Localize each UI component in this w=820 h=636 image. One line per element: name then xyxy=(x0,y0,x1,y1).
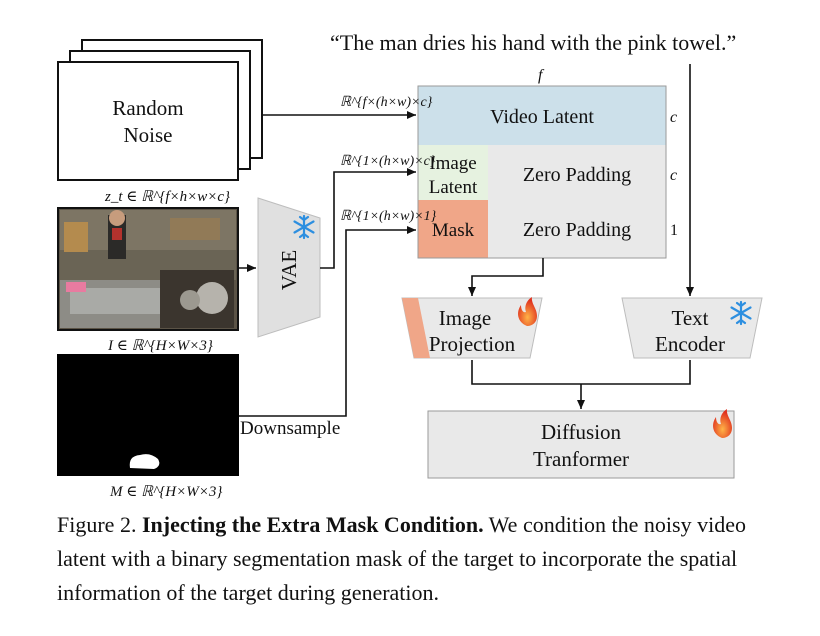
mask-arrow-dim: ℝ^{1×(h×w)×1} xyxy=(340,209,437,224)
diffusion-label: Diffusion xyxy=(541,420,622,444)
image-latent-label-2: Latent xyxy=(429,177,478,198)
latent-grid: Video Latent Image Latent Zero Padding M… xyxy=(417,85,667,259)
fire-icon xyxy=(713,409,732,438)
text-encoder-label: Text xyxy=(671,306,708,330)
image-latent-label: Image xyxy=(429,153,476,174)
image-projection-label-2: Projection xyxy=(429,332,516,356)
random-noise-stack: Random Noise xyxy=(57,39,263,181)
noise-arrow-dim: ℝ^{f×(h×w)×c} xyxy=(340,95,433,110)
zero-padding-label-2: Zero Padding xyxy=(523,219,631,241)
caption-body: We condition the noisy video latent with… xyxy=(57,512,746,605)
prompt-text: “The man dries his hand with the pink to… xyxy=(330,30,736,55)
text-encoder: Text Encoder xyxy=(621,297,763,359)
random-noise-label: Random xyxy=(112,96,183,120)
frames-dim-label: f xyxy=(538,67,545,84)
video-latent-label: Video Latent xyxy=(490,106,594,128)
noise-tensor-label: z_t ∈ ℝ^{f×h×w×c} xyxy=(104,189,230,205)
image-latent-cell xyxy=(418,145,488,200)
image-arrow-dim: ℝ^{1×(h×w)×c} xyxy=(340,154,436,169)
zero-padding-label: Zero Padding xyxy=(523,164,631,186)
snowflake-icon xyxy=(730,300,752,326)
diffusion-transformer: Diffusion Tranformer xyxy=(427,410,735,479)
mask-tensor-label: M ∈ ℝ^{H×W×3} xyxy=(109,484,222,500)
random-noise-label-2: Noise xyxy=(124,123,173,147)
fire-icon xyxy=(518,297,537,326)
caption-title: Injecting the Extra Mask Condition. xyxy=(141,512,484,537)
snowflake-icon xyxy=(293,214,315,240)
diffusion-label-2: Tranformer xyxy=(533,447,629,471)
connectors xyxy=(238,64,694,417)
downsample-label: Downsample xyxy=(240,418,340,439)
mask-image xyxy=(57,354,239,476)
video-latent-cell xyxy=(418,86,666,145)
caption-prefix: Figure 2. xyxy=(57,512,142,537)
diagram: “The man dries his hand with the pink to… xyxy=(57,30,763,500)
text-encoder-label-2: Encoder xyxy=(655,332,725,356)
image-projection: Image Projection xyxy=(401,297,543,359)
row3-dim-label: 1 xyxy=(670,222,678,239)
video-dim-label: c xyxy=(670,109,677,126)
row2-dim-label: c xyxy=(670,167,677,184)
image-tensor-label: I ∈ ℝ^{H×W×3} xyxy=(107,338,213,354)
mask-label: Mask xyxy=(432,220,475,241)
vae-encoder: VAE xyxy=(257,197,321,338)
image-projection-label: Image xyxy=(439,306,491,330)
vae-label: VAE xyxy=(277,250,301,290)
mask-cell xyxy=(418,200,488,258)
input-image xyxy=(57,207,239,331)
figure-caption: Figure 2. Injecting the Extra Mask Condi… xyxy=(57,508,777,610)
